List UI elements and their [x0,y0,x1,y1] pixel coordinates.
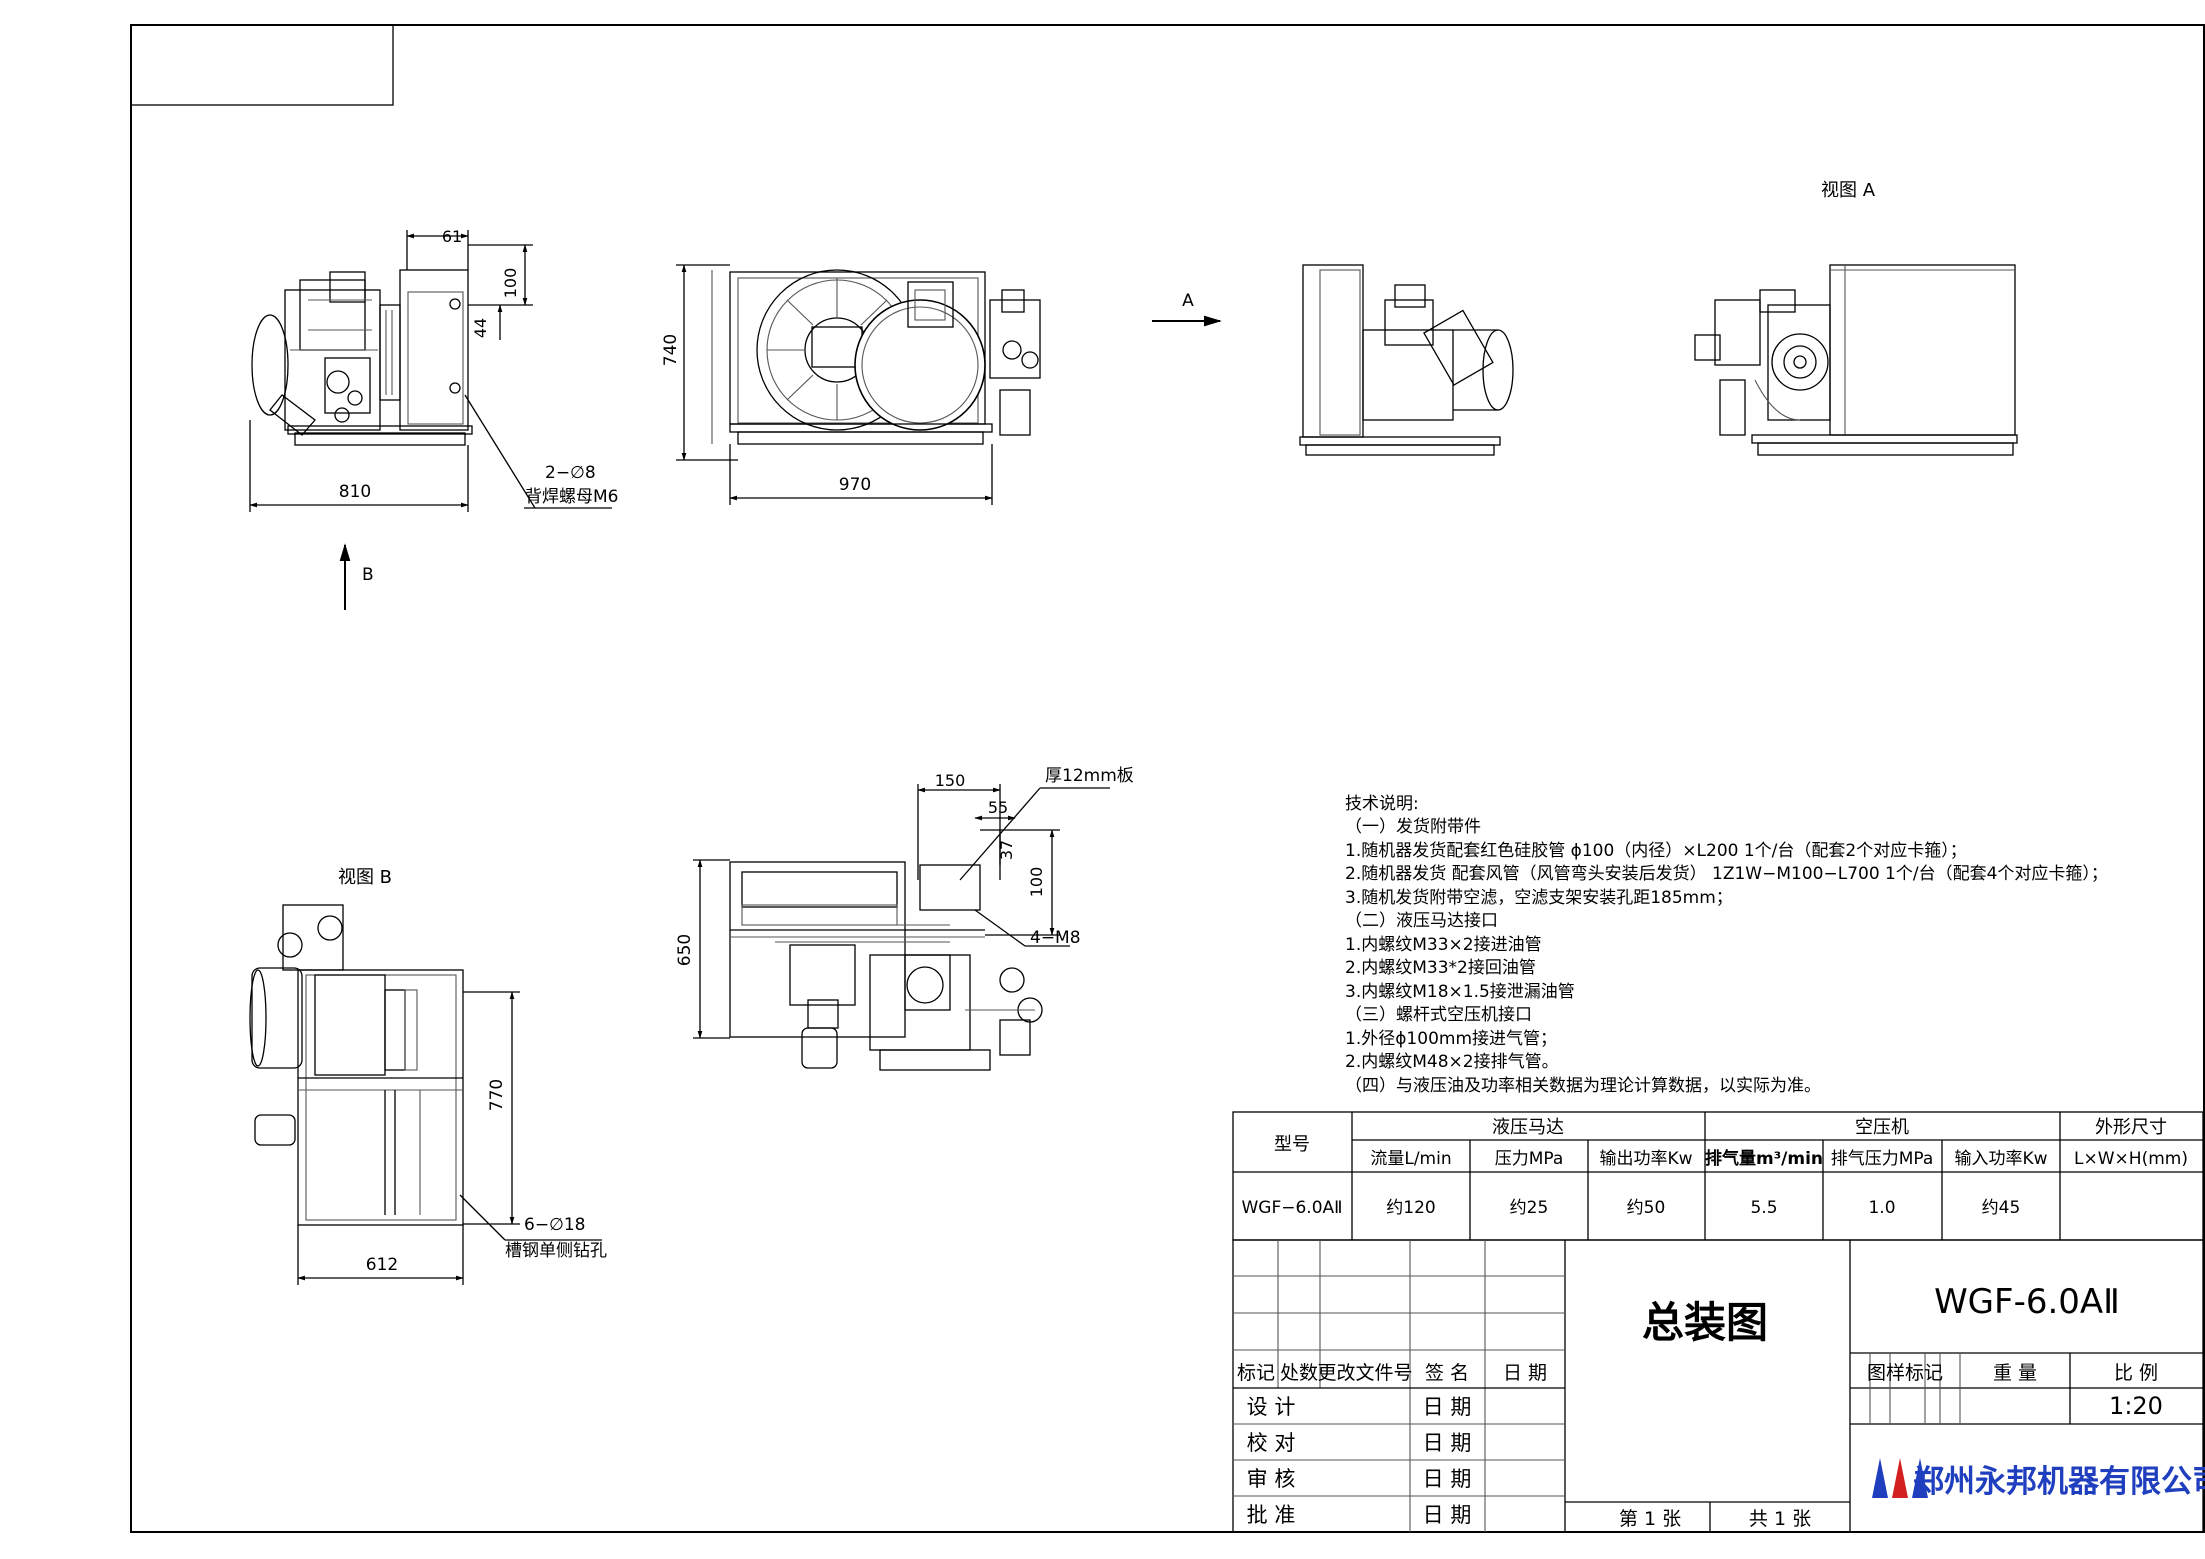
scale-value: 1:20 [2109,1392,2163,1420]
rev-header-date: 日 期 [1503,1362,1547,1384]
note-line-1: （一）发货附带件 [1345,817,1481,837]
note-line-9: （三）螺杆式空压机接口 [1345,1005,1532,1025]
view-a: 视图 A [1694,180,2018,456]
arrow-b-label: B [362,565,374,585]
note-line-12: （四）与液压油及功率相关数据为理论计算数据，以实际为准。 [1345,1076,1821,1096]
subheader-lwh: L×W×H(mm) [2074,1149,2188,1169]
title-block: 标记 处数 更改文件号 签 名 日 期 设 计 校 对 审 核 批 准 日 期 … [1232,1239,2205,1533]
right-view [1299,264,1514,456]
note-line-3: 2.随机器发货 配套风管（风管弯头安装后发货） 1Z1W−M100−L700 1… [1345,864,2108,884]
spec-table: 型号 液压马达 空压机 外形尺寸 流量L/min 压力MPa 输出功率Kw 排气… [1232,1111,2204,1241]
arrow-a-label: A [1182,291,1194,311]
view-b-title: 视图 B [338,867,392,888]
sheet-number: 第 1 张 [1619,1508,1681,1530]
role-approve: 批 准 [1247,1503,1296,1527]
subheader-input-power: 输入功率Kw [1954,1149,2047,1169]
cell-model: WGF−6.0AⅡ [1241,1198,1342,1218]
dim-37: 37 [997,840,1016,860]
company-name: 郑州永邦机器有限公司 [1913,1464,2205,1500]
sheet-total: 共 1 张 [1749,1508,1811,1530]
dim-100: 100 [501,268,520,299]
view-a-title: 视图 A [1821,180,1876,201]
drawing-number: WGF-6.0AⅡ [1934,1282,2120,1322]
front-view-dimensions: 740 970 [661,264,993,505]
dim-650: 650 [675,934,695,966]
company-logo [1872,1458,1928,1498]
cell-pressure: 约25 [1510,1198,1549,1218]
role-review: 审 核 [1247,1467,1296,1491]
note-line-4: 3.随机发货附带空滤，空滤支架安装孔距185mm； [1345,888,1733,908]
role-design: 设 计 [1247,1395,1296,1419]
date-label-1: 日 期 [1423,1395,1472,1419]
cell-output-power: 约50 [1627,1198,1666,1218]
drawing-title: 总装图 [1642,1298,1768,1347]
side-view-dimensions: 61 100 44 810 2−∅8 背焊螺母M6 [249,227,618,512]
subheader-flow: 流量L/min [1370,1149,1451,1169]
note-line-5: （二）液压马达接口 [1345,911,1498,931]
cell-exhaust-pressure: 1.0 [1868,1198,1895,1218]
bottom-view-dimensions: 150 55 37 100 650 厚12mm板 4−M8 [675,766,1134,1039]
note-line-7: 2.内螺纹M33*2接回油管 [1345,958,1536,978]
cell-flow: 约120 [1386,1198,1435,1218]
view-arrow-a: A [1152,291,1222,327]
side-view [251,269,473,446]
date-label-2: 日 期 [1423,1431,1472,1455]
sample-mark-label: 图样标记 [1867,1362,1943,1384]
dim-612: 612 [366,1255,398,1275]
m8-note: 4−M8 [1030,928,1081,948]
note-line-6: 1.内螺纹M33×2接进油管 [1345,935,1542,955]
date-label-4: 日 期 [1423,1503,1472,1527]
header-dimensions: 外形尺寸 [2095,1117,2167,1138]
rev-header-count: 处数 [1280,1362,1318,1384]
note-line-0: 技术说明: [1345,794,1419,814]
rev-header-doc: 更改文件号 [1317,1362,1412,1384]
dim-150: 150 [935,771,966,790]
front-view [711,269,1041,445]
header-model: 型号 [1274,1134,1310,1155]
subheader-output-power: 输出功率Kw [1599,1149,1692,1169]
dim-740: 740 [661,334,681,366]
dim-61: 61 [442,227,462,246]
view-b: 视图 B [249,867,464,1226]
rev-header-sign: 签 名 [1425,1362,1469,1384]
drawing-frame [130,24,2205,1533]
dim-770: 770 [487,1079,507,1111]
drill-hole-note: 6−∅18 [524,1215,586,1235]
weight-label: 重 量 [1993,1362,2037,1384]
bottom-view [729,861,1043,1071]
dim-100b: 100 [1027,867,1046,898]
technical-notes: 技术说明: （一）发货附带件 1.随机器发货配套红色硅胶管 ϕ100（内径）×L… [1345,794,2108,1096]
dim-44: 44 [471,318,490,338]
rev-header-mark: 标记 [1237,1362,1275,1384]
subheader-pressure: 压力MPa [1495,1149,1564,1169]
date-label-3: 日 期 [1423,1467,1472,1491]
bolt-hole-note: 2−∅8 [545,463,596,483]
subheader-displacement: 排气量m³/min [1705,1148,1823,1169]
note-line-2: 1.随机器发货配套红色硅胶管 ϕ100（内径）×L200 1个/台（配套2个对应… [1345,841,1967,861]
note-line-10: 1.外径ϕ100mm接进气管； [1345,1029,1557,1049]
header-hydraulic-motor: 液压马达 [1492,1117,1564,1138]
dim-55: 55 [988,798,1008,817]
role-check: 校 对 [1247,1431,1296,1455]
cell-input-power: 约45 [1982,1198,2021,1218]
cell-displacement: 5.5 [1750,1198,1777,1218]
note-line-8: 3.内螺纹M18×1.5接泄漏油管 [1345,982,1575,1002]
view-arrow-b: B [339,543,374,610]
weld-nut-note: 背焊螺母M6 [525,487,618,507]
dim-970: 970 [839,475,871,495]
view-b-dimensions: 770 612 6−∅18 槽钢单侧钻孔 [297,991,607,1285]
subheader-exhaust-pressure: 排气压力MPa [1831,1149,1934,1169]
note-line-11: 2.内螺纹M48×2接排气管。 [1345,1052,1559,1072]
header-air-compressor: 空压机 [1855,1117,1909,1138]
channel-drill-note: 槽钢单侧钻孔 [505,1241,607,1261]
plate-note: 厚12mm板 [1045,766,1134,786]
dim-810: 810 [339,482,371,502]
scale-label: 比 例 [2114,1362,2158,1384]
